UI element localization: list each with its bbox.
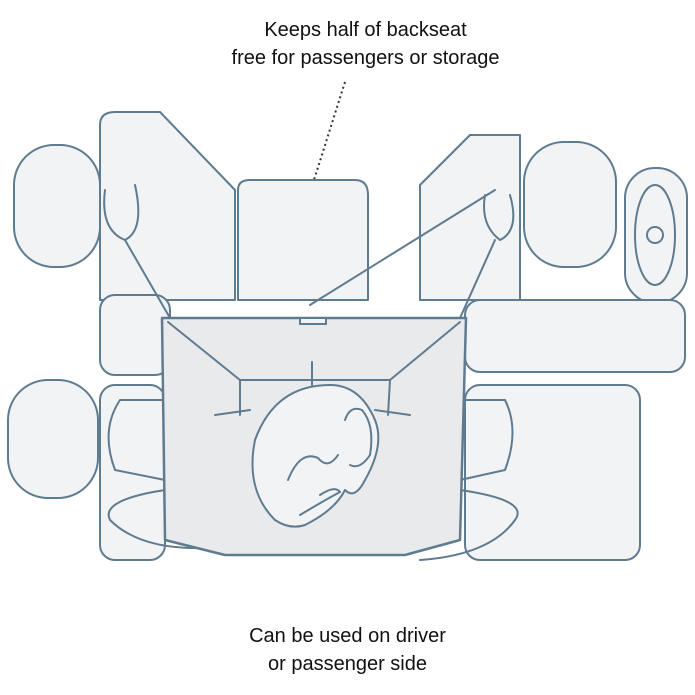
headrest-front-left [7, 379, 99, 499]
bottom-caption: Can be used on driver or passenger side [0, 622, 695, 678]
straps [103, 184, 519, 561]
top-caption-line2: free for passengers or storage [231, 47, 500, 69]
rear-left-cushion [99, 294, 171, 376]
headrest-front-right [523, 141, 617, 268]
headrest-rear-left [13, 144, 101, 268]
rear-right-seat [464, 384, 641, 561]
anchor-clip [299, 317, 327, 325]
front-right-seatback [419, 134, 521, 301]
top-caption: Keeps half of backseat free for passenge… [18, 16, 695, 72]
top-caption-line1: Keeps half of backseat [264, 19, 467, 41]
hammock-folds [167, 321, 461, 416]
front-right-cushion [464, 299, 686, 373]
sleeping-dog-illustration [251, 384, 380, 528]
steering-wheel-icon [624, 167, 688, 304]
rear-left-seatback [99, 111, 236, 301]
bottom-caption-line1: Can be used on driver [249, 625, 446, 647]
bottom-caption-line2: or passenger side [268, 653, 427, 675]
rear-middle-seatback [237, 179, 369, 301]
